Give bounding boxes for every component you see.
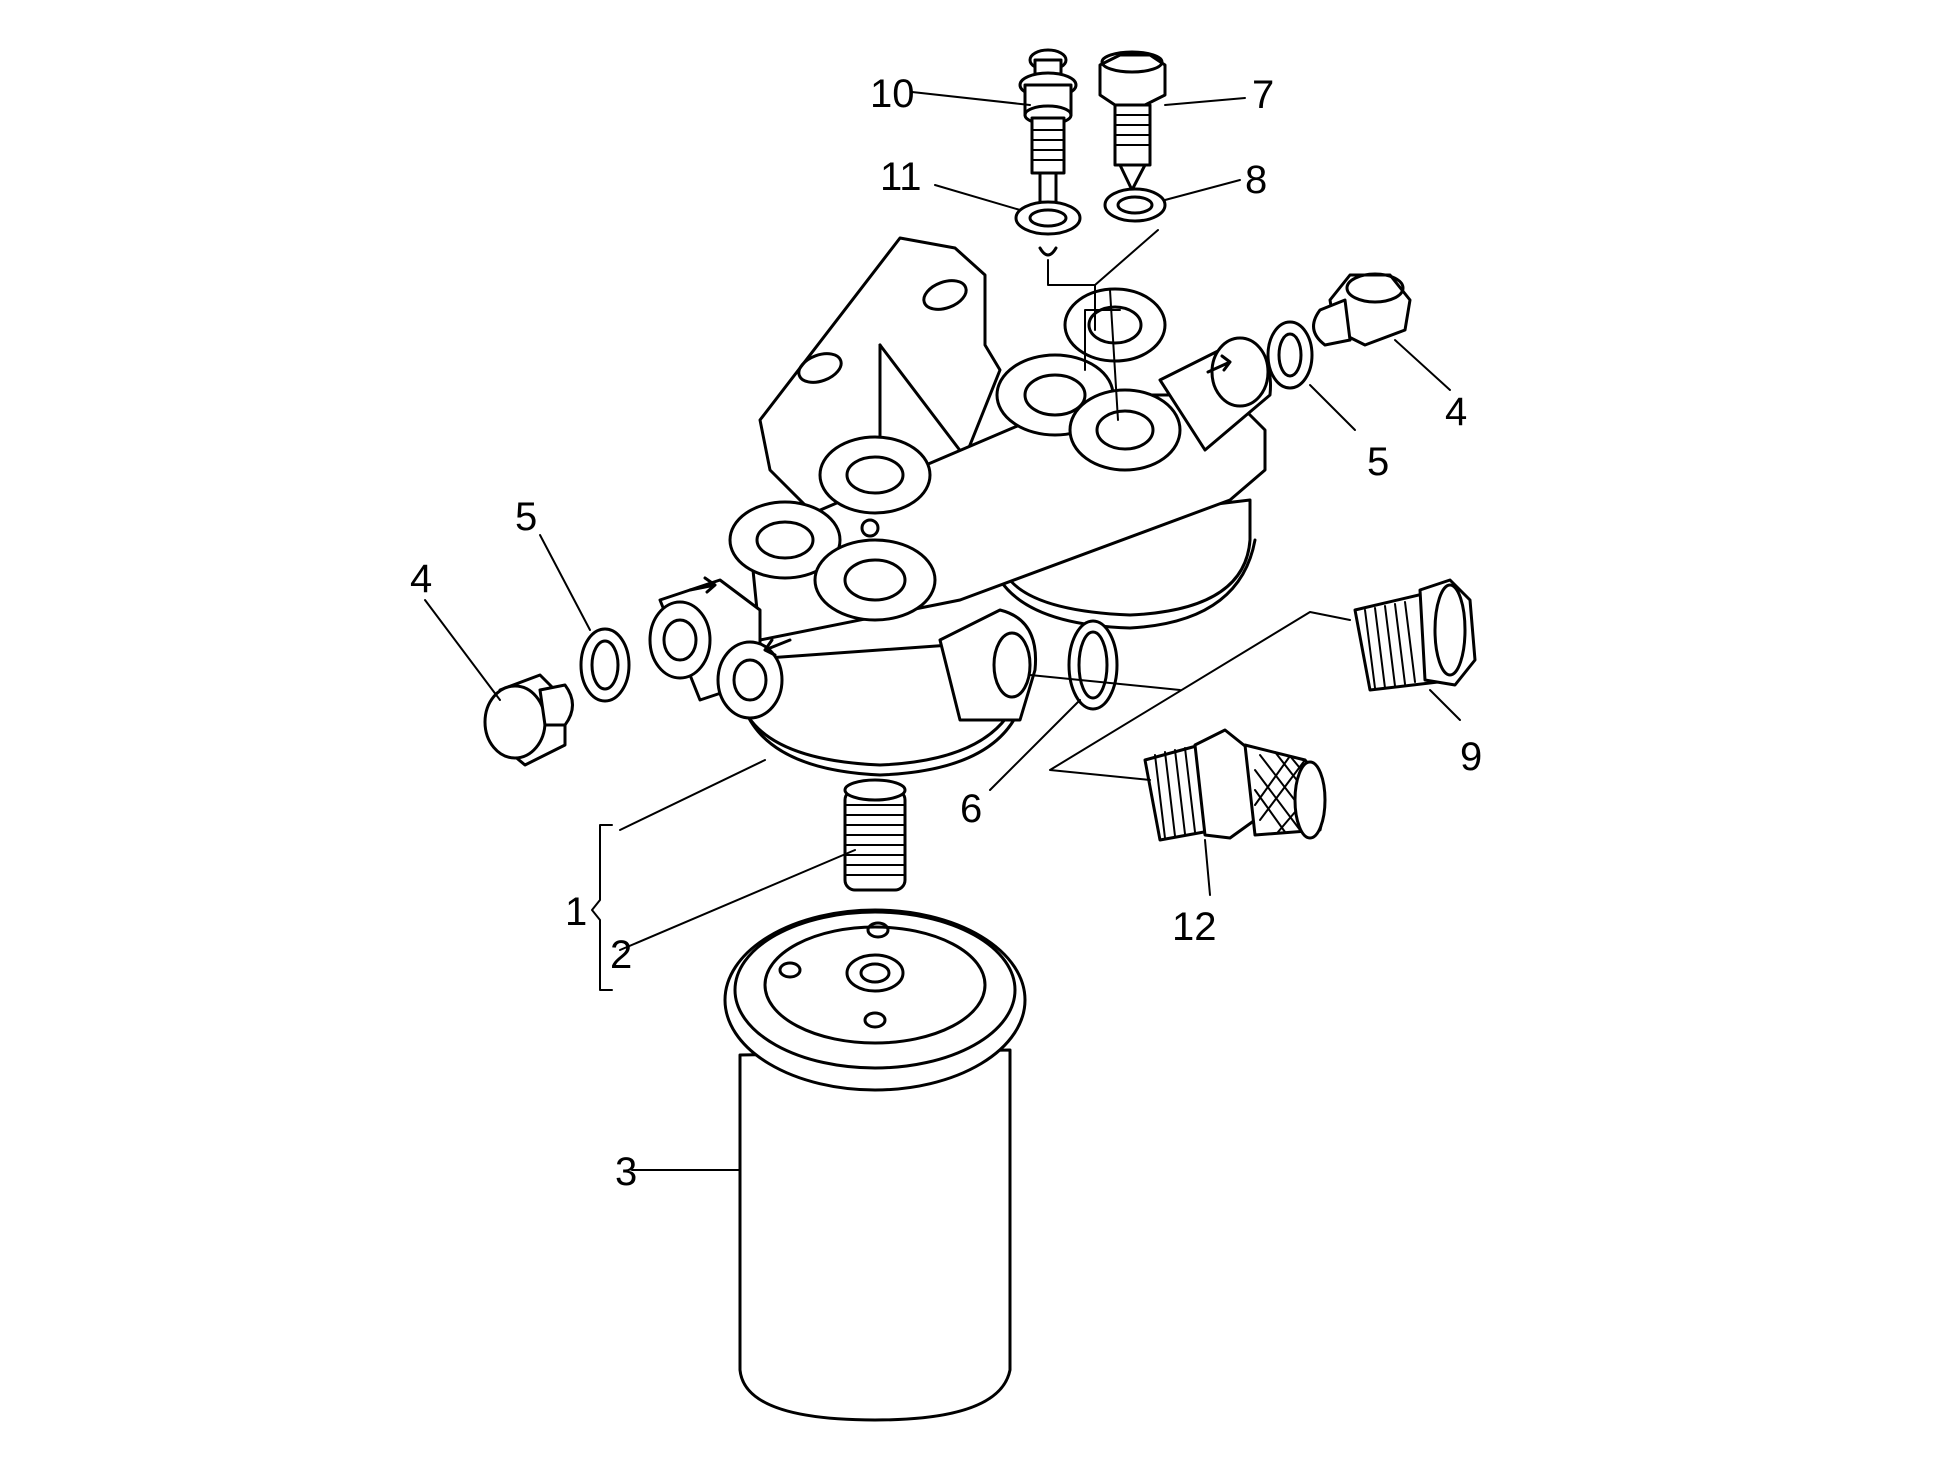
washer-8 — [1103, 187, 1167, 223]
callout-12: 12 — [1172, 905, 1217, 949]
callout-7: 7 — [1252, 73, 1274, 117]
filter-head-assembly — [648, 236, 1272, 777]
callout-4-left: 4 — [410, 557, 432, 601]
callout-6: 6 — [960, 787, 982, 831]
callout-4-right: 4 — [1445, 390, 1467, 434]
plug-9 — [1353, 578, 1477, 692]
plug-left — [483, 673, 574, 767]
filter-cartridge — [723, 908, 1027, 1422]
washer-left — [579, 627, 631, 703]
threaded-stud — [843, 778, 907, 892]
strainer-union — [1143, 728, 1327, 842]
bleed-screw — [1098, 50, 1167, 192]
callout-10: 10 — [870, 72, 915, 116]
callout-5-left: 5 — [515, 495, 537, 539]
callout-5-right: 5 — [1367, 440, 1389, 484]
callout-1: 1 — [565, 890, 587, 934]
washer-right — [1266, 320, 1314, 390]
vent-valve — [1018, 48, 1078, 215]
callout-3: 3 — [615, 1150, 637, 1194]
callout-8: 8 — [1245, 158, 1267, 202]
washer-11 — [1014, 200, 1082, 257]
callouts: 1 2 3 4 4 5 5 6 7 8 9 10 11 12 — [410, 72, 1482, 1194]
callout-9: 9 — [1460, 735, 1482, 779]
leader-lines — [424, 91, 1461, 1171]
sealing-ring — [1067, 619, 1119, 711]
callout-11: 11 — [880, 155, 922, 199]
plug-right — [1312, 272, 1412, 347]
callout-2: 2 — [610, 933, 632, 977]
